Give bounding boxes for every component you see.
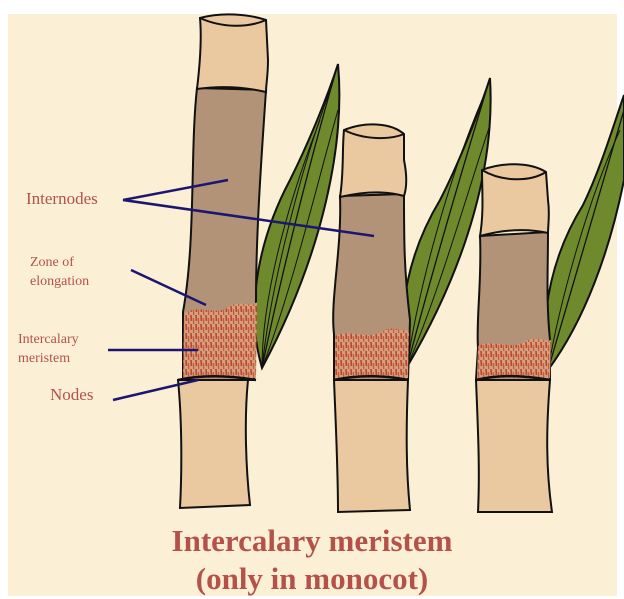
title-line2: (only in monocot) <box>0 560 624 598</box>
leaf-1 <box>255 64 340 368</box>
title-line1: Intercalary meristem <box>0 522 624 560</box>
stem-3 <box>476 164 552 512</box>
label-zone-line1: Zone of <box>30 253 89 272</box>
stem-1 <box>178 14 268 508</box>
label-intercalary-meristem: Intercalary meristem <box>18 330 79 368</box>
label-nodes: Nodes <box>50 385 93 404</box>
label-zone-of-elongation: Zone of elongation <box>30 253 89 291</box>
label-meristem-line1: Intercalary <box>18 330 79 349</box>
leaf-3 <box>545 95 624 370</box>
label-internodes: Internodes <box>26 189 98 208</box>
stem-2 <box>333 124 410 512</box>
label-zone-line2: elongation <box>30 272 89 291</box>
label-meristem-line2: meristem <box>18 349 79 368</box>
